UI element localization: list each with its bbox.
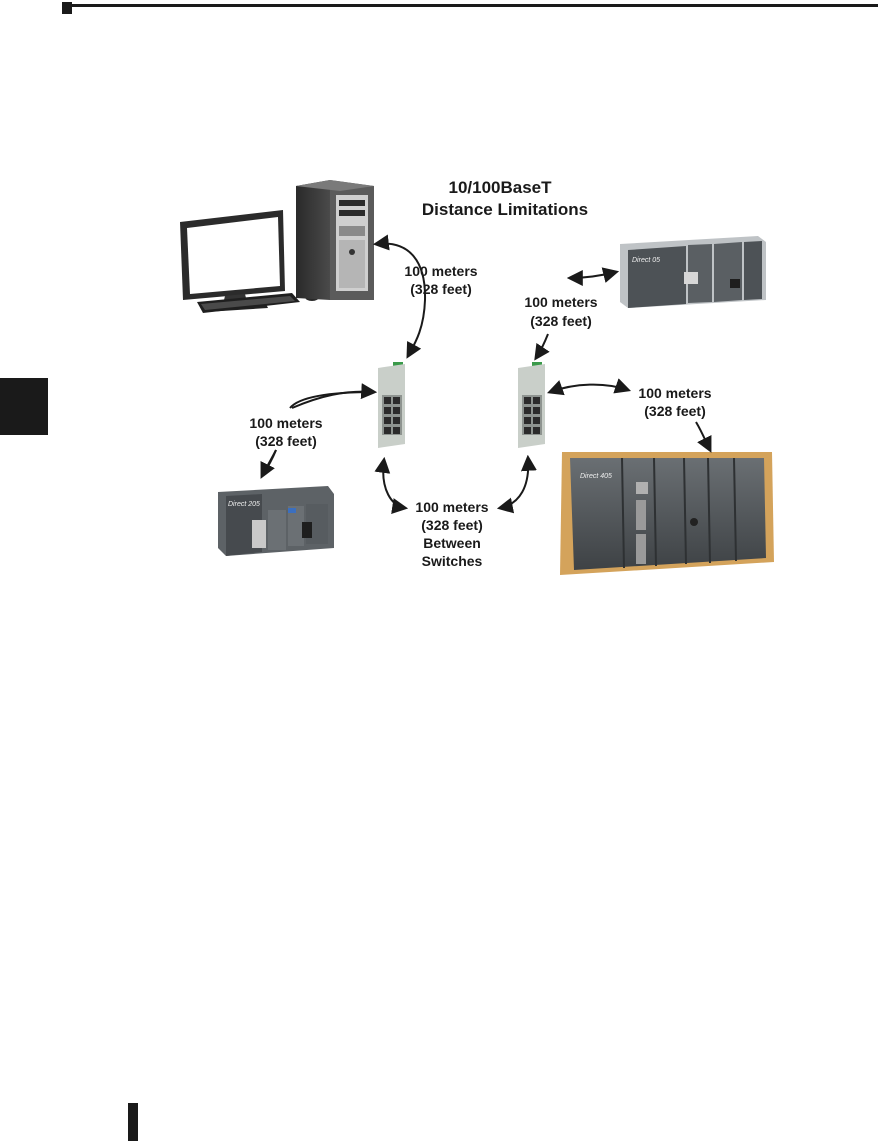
label-switch-plc05-line2: (328 feet) (530, 313, 591, 329)
switch-left-icon (378, 362, 405, 448)
plc-05-device-icon: Direct 05 (620, 236, 766, 308)
arrow-between-switches (374, 456, 409, 514)
arrow-pc-to-switch (372, 234, 427, 359)
arrow-between-switches-right (496, 454, 537, 514)
arrow-top-switch-in (534, 333, 550, 361)
label-between-switches-line4: Switches (422, 553, 483, 569)
pc-tower-icon (296, 180, 374, 300)
top-rule-block (62, 2, 72, 14)
diagram-title-line2: Distance Limitations (422, 200, 588, 219)
plc-205-device-icon: Direct 205 (218, 486, 334, 556)
footer-marker (128, 1103, 138, 1141)
arrow-left-switch-in (291, 383, 378, 409)
top-rule-line (72, 4, 878, 7)
plc-05-brand: Direct 05 (632, 257, 660, 264)
plc-205-brand: Direct 205 (228, 501, 260, 508)
label-switch-plc405-line1: 100 meters (638, 385, 711, 401)
label-switch-plc405-line2: (328 feet) (644, 403, 705, 419)
arrow-switch-to-plc405 (546, 378, 632, 396)
keyboard-icon (197, 293, 300, 313)
top-rule (62, 2, 878, 14)
label-switch-plc205-line2: (328 feet) (255, 433, 316, 449)
label-pc-switch-line2: (328 feet) (410, 281, 471, 297)
label-between-switches-line3: Between (423, 535, 481, 551)
arrow-right-plc-in (695, 421, 712, 453)
label-switch-plc205: 100 meters (328 feet) (249, 415, 322, 449)
label-switch-plc405: 100 meters (328 feet) (638, 385, 711, 419)
switch-right-icon (518, 362, 545, 448)
plc-405-device-icon: Direct 405 (560, 452, 774, 575)
label-switch-plc05-line1: 100 meters (524, 294, 597, 310)
label-pc-switch: 100 meters (328 feet) (404, 263, 477, 297)
label-between-switches: 100 meters (328 feet) Between Switches (415, 499, 488, 569)
monitor-icon (180, 210, 285, 312)
arrow-left-plc-in (260, 449, 277, 479)
label-between-switches-line2: (328 feet) (421, 517, 482, 533)
diagram-title-line1: 10/100BaseT (448, 178, 552, 197)
label-switch-plc205-line1: 100 meters (249, 415, 322, 431)
chapter-side-tab (0, 378, 48, 435)
label-switch-plc05: 100 meters (328 feet) (524, 294, 597, 329)
label-between-switches-line1: 100 meters (415, 499, 488, 515)
plc-405-brand: Direct 405 (580, 473, 612, 480)
arrow-switch-to-plc05 (566, 267, 620, 286)
label-pc-switch-line1: 100 meters (404, 263, 477, 279)
